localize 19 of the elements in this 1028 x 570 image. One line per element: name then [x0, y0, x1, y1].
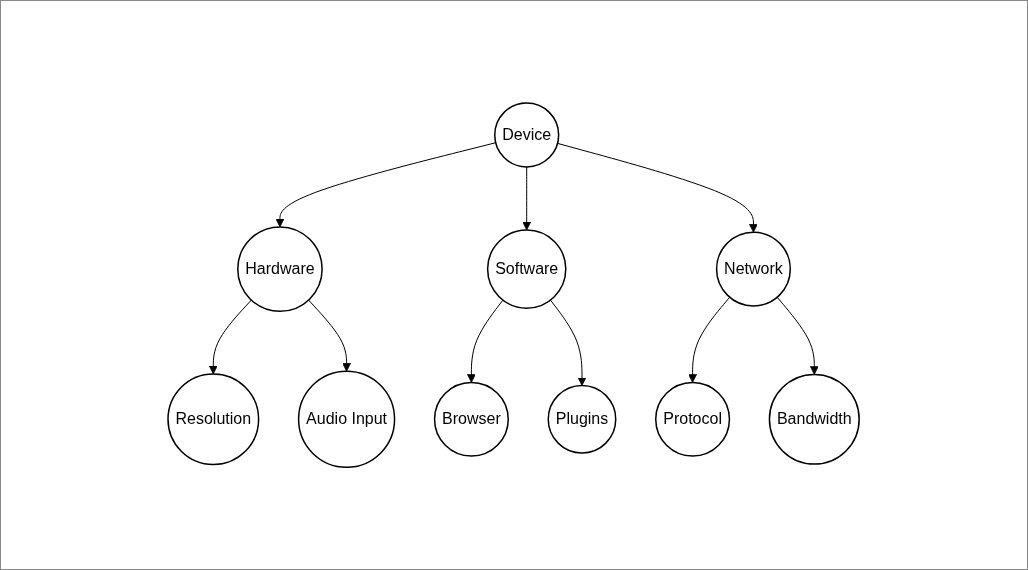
arrow	[777, 296, 820, 375]
arrow	[550, 299, 587, 386]
node-circle: Device	[494, 102, 560, 168]
node-circle: Hardware	[237, 226, 324, 312]
node-circle: Browser	[434, 381, 510, 457]
arrow	[467, 299, 504, 383]
node-circle: Audio Input	[298, 370, 396, 468]
arrow	[688, 296, 731, 383]
arrow	[522, 166, 532, 231]
arrow	[275, 142, 497, 228]
node-circle: Bandwidth	[769, 373, 861, 465]
arrow	[557, 142, 759, 233]
node-circle: Resolution	[167, 373, 260, 466]
node-circle: Network	[716, 231, 792, 307]
node-circle: Software	[487, 229, 567, 309]
arrow	[209, 299, 253, 375]
node-circle: Plugins	[547, 384, 617, 454]
node-circle: Protocol	[655, 381, 731, 457]
arrow	[308, 299, 352, 372]
